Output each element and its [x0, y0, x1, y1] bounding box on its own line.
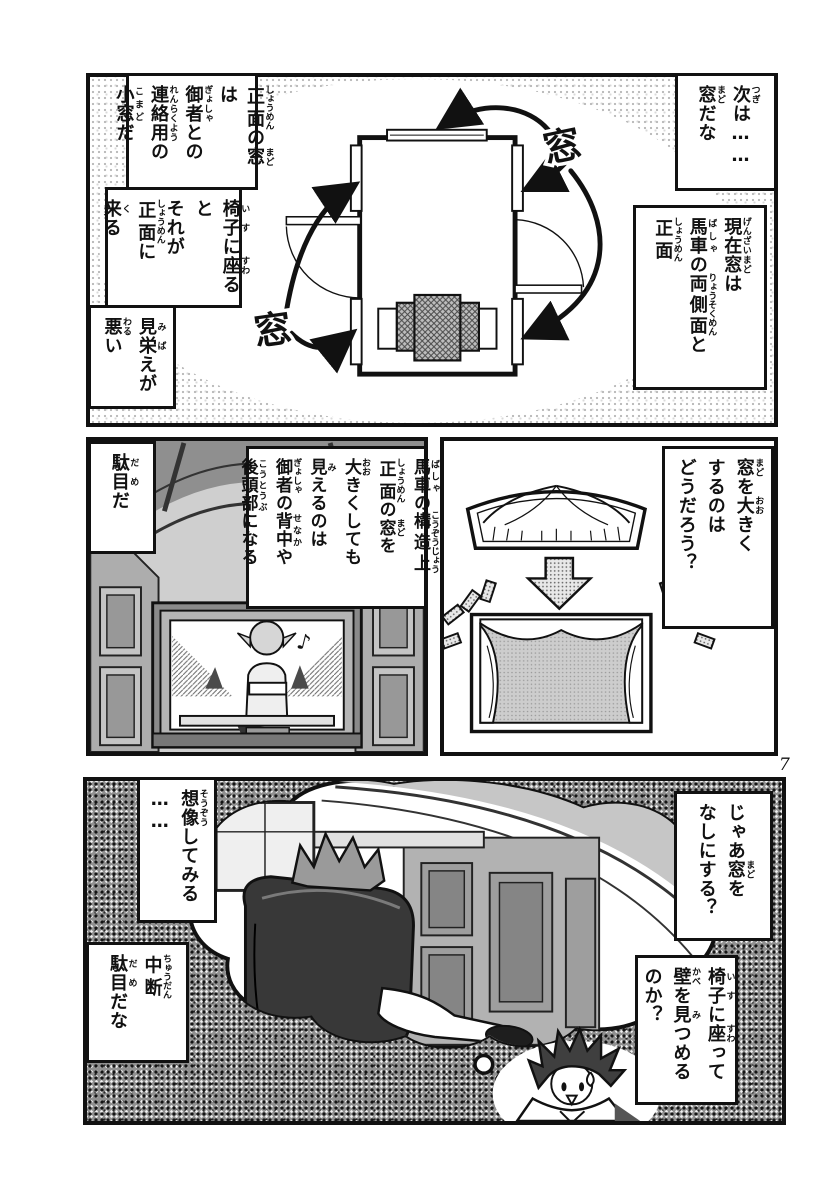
- speech-box-interrupt: 中断ちゅうだん駄目だめだな: [86, 942, 189, 1063]
- speech-box-structure: 馬車ばしゃの構造上こうぞうじょう正面しょうめんの窓まどを大おおきくしても見みえる…: [238, 446, 439, 609]
- speech-text: じゃあ窓まどをなしにする？: [695, 803, 755, 917]
- speech-text: 次つぎは……窓まどだな: [695, 85, 760, 167]
- thought-cloud: [187, 781, 719, 1088]
- speech-text: 現在げんざい窓まどは馬車ばしゃの両側面りょうそくめんと正面しょうめん: [652, 217, 751, 354]
- window-sill: [151, 732, 363, 749]
- sweat-drop: [585, 1071, 595, 1088]
- speech-text: 椅子いすに座すわって壁かべを見みつめるのか？: [641, 967, 735, 1081]
- speech-text: 見み栄ばえが悪わるい: [101, 317, 166, 393]
- valance: [479, 618, 644, 641]
- cloud-interior: [214, 781, 717, 1047]
- left-wall: [90, 507, 160, 752]
- speech-box-next-window: 次つぎは……窓まどだな: [675, 73, 777, 191]
- music-note: ♪: [294, 629, 313, 657]
- small-window: [465, 484, 648, 550]
- speech-box-stare-wall: 椅子いすに座すわって壁かべを見みつめるのか？: [635, 955, 738, 1105]
- carriage-diagram: 窓 窓: [99, 78, 734, 423]
- speech-text: 馬車ばしゃの構造上こうぞうじょう正面しょうめんの窓まどを大おおきくしても見みえる…: [237, 458, 440, 574]
- speech-text: 椅子いすに座すわるとそれが正面しょうめんに来くる: [100, 199, 250, 294]
- speech-text: 中断ちゅうだん駄目だめだな: [107, 954, 171, 1030]
- speech-box-enlarge-window: 窓まどを大おおきくするのはどうだろう？: [662, 446, 774, 629]
- driver-bench: [179, 714, 335, 727]
- imagination-scene: [187, 781, 719, 1121]
- speech-text: 駄目だめだ: [108, 453, 139, 510]
- speech-box-no-window: じゃあ窓まどをなしにする？: [674, 791, 773, 941]
- speech-text: 正面しょうめんの窓まどは御者ぎょしゃとの連絡用れんらくようの小窓こまどだ: [113, 85, 274, 167]
- interior-scene: ♪: [90, 441, 424, 752]
- window-arrows: [282, 87, 603, 374]
- thought-bubble-large: [473, 1053, 495, 1075]
- speech-box-front-small-window: 正面しょうめんの窓まどは御者ぎょしゃとの連絡用れんらくようの小窓こまどだ: [114, 73, 274, 190]
- mouth: [565, 1094, 579, 1107]
- speech-box-imagine: 想像そうぞうしてみる……: [137, 777, 217, 923]
- speech-text: 想像そうぞうしてみる……: [149, 789, 208, 903]
- hair: [526, 1025, 628, 1091]
- door-right: [514, 219, 585, 294]
- speech-box-no-good: 駄目だめだ: [88, 441, 156, 554]
- shirt: [515, 1096, 629, 1121]
- thinking-character: [492, 1025, 661, 1121]
- imagined-character-hair: [290, 830, 386, 892]
- page-number: 7: [779, 755, 790, 775]
- speech-text: 窓まどを大おおきくするのはどうだろう？: [675, 458, 764, 572]
- speech-box-chair-front: 椅子いすに座すわるとそれが正面しょうめんに来くる: [101, 187, 249, 308]
- big-window: [469, 612, 653, 734]
- down-arrow: [525, 556, 594, 611]
- speech-box-current-windows: 現在げんざい窓まどは馬車ばしゃの両側面りょうそくめんと正面しょうめん: [633, 205, 767, 390]
- window-label-bottom: 窓: [251, 306, 294, 354]
- window-comparison: [444, 484, 716, 734]
- carriage-seat: [377, 293, 498, 362]
- collar: [559, 1110, 586, 1121]
- speech-box-looks-bad: 見み栄ばえが悪わるい: [88, 305, 176, 409]
